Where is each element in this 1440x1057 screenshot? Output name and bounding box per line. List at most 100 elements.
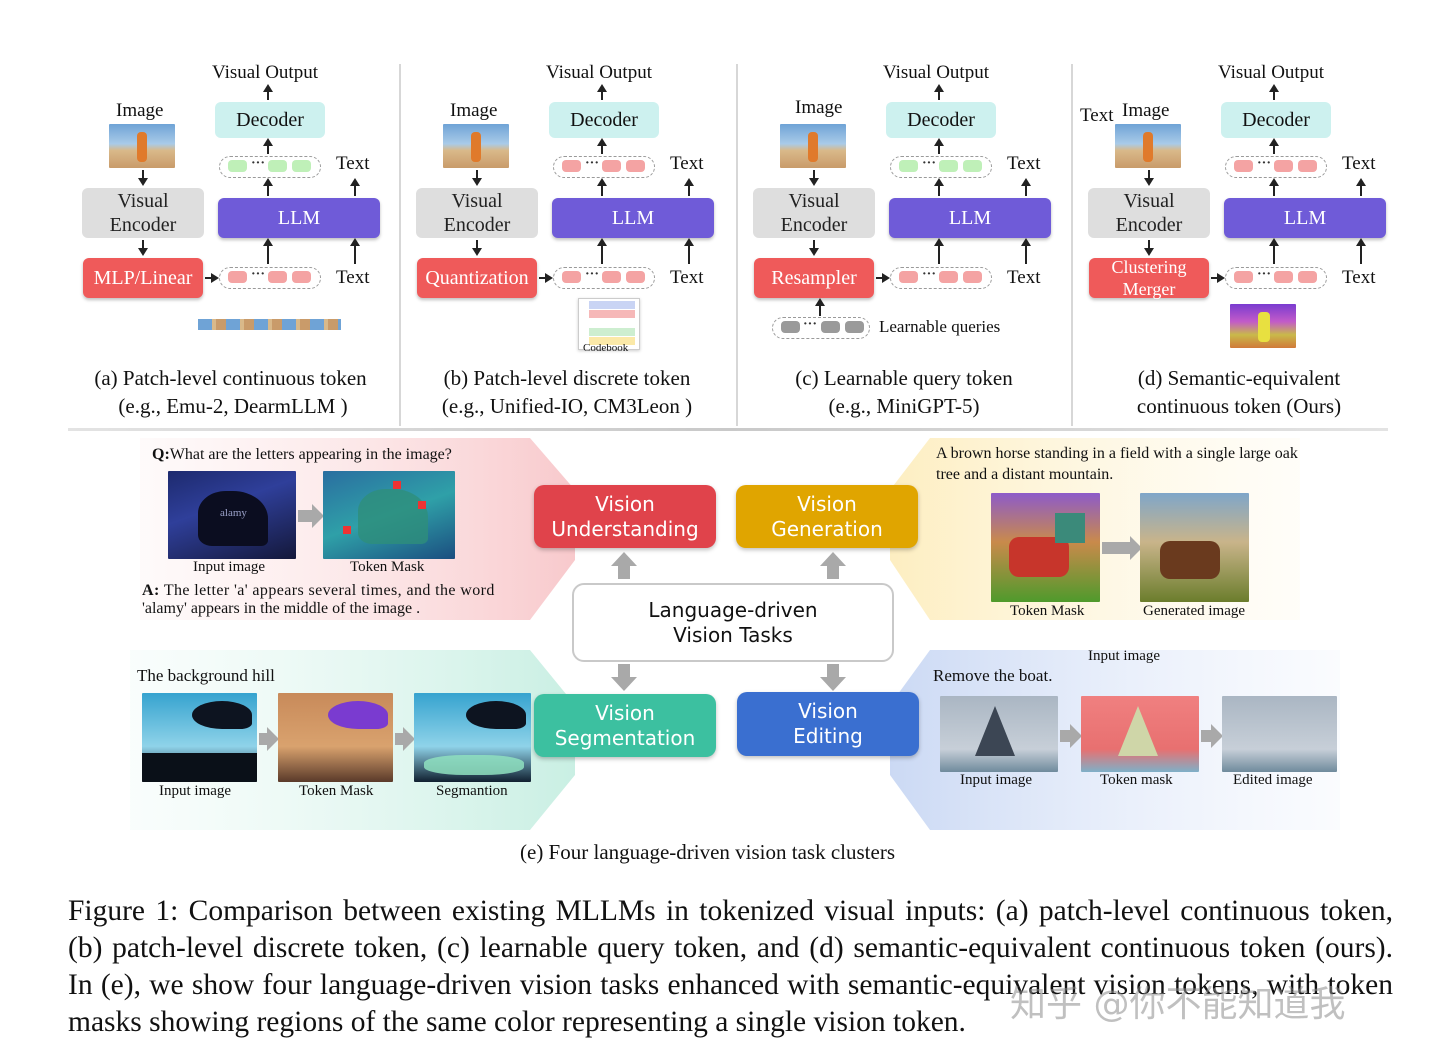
image-label: Image	[795, 97, 843, 118]
codebook-graphic	[578, 298, 640, 350]
tokenizer-box: MLP/Linear	[83, 258, 203, 298]
output-token-bar: ···	[890, 156, 992, 178]
tokens-to-llm-arrow	[598, 238, 606, 264]
encoder-line1: Visual	[788, 190, 840, 212]
token	[626, 271, 645, 283]
panel-caption-line2: continuous token (Ours)	[1136, 394, 1342, 418]
learnable-query-bar: ···	[772, 317, 870, 339]
segmentation-img2-label: Token Mask	[299, 783, 374, 799]
understanding-img2-label: Token Mask	[350, 559, 425, 575]
panel-caption-line1: (c) Learnable query token	[795, 366, 1013, 390]
token-ellipsis: ···	[251, 156, 266, 171]
token	[562, 271, 581, 283]
editing-prompt: Remove the boat.	[933, 666, 1053, 685]
editing-arrow-1	[1060, 724, 1082, 748]
editing-img3-label: Edited image	[1233, 772, 1313, 788]
token	[1274, 271, 1293, 283]
token	[1298, 160, 1317, 172]
output-tokens-to-decoder-arrow	[1270, 138, 1278, 154]
token-ellipsis: ···	[1257, 156, 1272, 171]
editing-img1-label: Input image	[960, 772, 1033, 788]
tokens-to-llm-arrow	[1270, 238, 1278, 264]
panel-caption-line2: (e.g., MiniGPT-5)	[828, 394, 980, 418]
text-to-llm-arrow	[351, 238, 359, 264]
divider-ab	[399, 64, 401, 426]
segmentation-result-image	[414, 693, 531, 782]
token	[1298, 271, 1317, 283]
segmentation-input-image	[142, 693, 257, 782]
text-left-label: Text	[1080, 105, 1114, 126]
generation-img2-label: Generated image	[1143, 603, 1246, 619]
patch-strip	[198, 319, 341, 330]
arrow-up-generation	[820, 552, 846, 579]
tokens-to-llm-arrow	[935, 238, 943, 264]
understanding-img1-label: Input image	[193, 559, 266, 575]
image-to-encoder-arrow	[139, 170, 147, 186]
output-tokens-to-decoder-arrow	[598, 138, 606, 154]
token	[1234, 160, 1253, 172]
generation-prompt-line1: A brown horse standing in a field with a…	[936, 445, 1298, 462]
text-output-label: Text	[1007, 153, 1041, 174]
token	[626, 160, 645, 172]
image-label: Image	[1122, 100, 1170, 121]
input-image	[780, 124, 846, 168]
token-ellipsis: ···	[922, 156, 937, 171]
panel-caption-line1: (b) Patch-level discrete token	[443, 366, 691, 390]
llm-to-text-arrow	[685, 178, 693, 196]
segmentation-token-mask-image	[278, 693, 393, 782]
panel-separator-line	[68, 428, 1388, 431]
token	[939, 160, 958, 172]
visual-output-label: Visual Output	[883, 62, 989, 83]
codebook-label: Codebook	[583, 342, 629, 354]
text-to-llm-arrow	[1357, 238, 1365, 264]
editing-input-image	[940, 696, 1058, 772]
panel-caption-line2: (e.g., Emu-2, DearmLLM )	[118, 394, 348, 418]
token-ellipsis: ···	[585, 156, 600, 171]
arrow-down-editing	[820, 664, 846, 691]
token	[292, 160, 311, 172]
token-ellipsis: ···	[1257, 267, 1272, 282]
segmentation-img1-label: Input image	[159, 783, 232, 799]
llm-to-tokens-arrow	[264, 178, 272, 196]
panel-caption-line1: (d) Semantic-equivalent	[1137, 366, 1341, 390]
encoder-line2: Encoder	[109, 214, 177, 236]
text-output-label: Text	[1342, 153, 1376, 174]
text-output-label: Text	[670, 153, 704, 174]
visual-output-label: Visual Output	[212, 62, 318, 83]
llm-to-text-arrow	[1357, 178, 1365, 196]
decoder-box: Decoder	[1221, 102, 1331, 138]
image-to-encoder-arrow	[810, 170, 818, 186]
tokenizer-line1: Clustering	[1111, 257, 1187, 277]
llm-to-tokens-arrow	[1270, 178, 1278, 196]
panel-caption-line1: (a) Patch-level continuous token	[94, 366, 367, 390]
visual-output-label: Visual Output	[1218, 62, 1324, 83]
input-token-bar: ···	[219, 267, 321, 289]
token	[562, 160, 581, 172]
image-label: Image	[450, 100, 498, 121]
token	[899, 271, 918, 283]
editing-top-label: Input image	[1088, 648, 1161, 664]
input-image	[109, 124, 175, 168]
decoder-to-output-arrow	[935, 84, 943, 100]
token	[228, 160, 247, 172]
understanding-question: Q:What are the letters appearing in the …	[152, 446, 452, 463]
understanding-answer-line1: A: The letter 'a' appears several times,…	[142, 582, 495, 599]
llm-box: LLM	[889, 198, 1051, 238]
decoder-box: Decoder	[215, 102, 325, 138]
editing-img2-label: Token mask	[1100, 772, 1173, 788]
llm-box: LLM	[1224, 198, 1386, 238]
text-to-llm-arrow	[685, 238, 693, 264]
learnable-queries-label: Learnable queries	[879, 317, 1001, 336]
tokenizer-to-tokens-arrow	[1211, 274, 1225, 282]
token	[963, 160, 982, 172]
text-input-label: Text	[1342, 267, 1376, 288]
